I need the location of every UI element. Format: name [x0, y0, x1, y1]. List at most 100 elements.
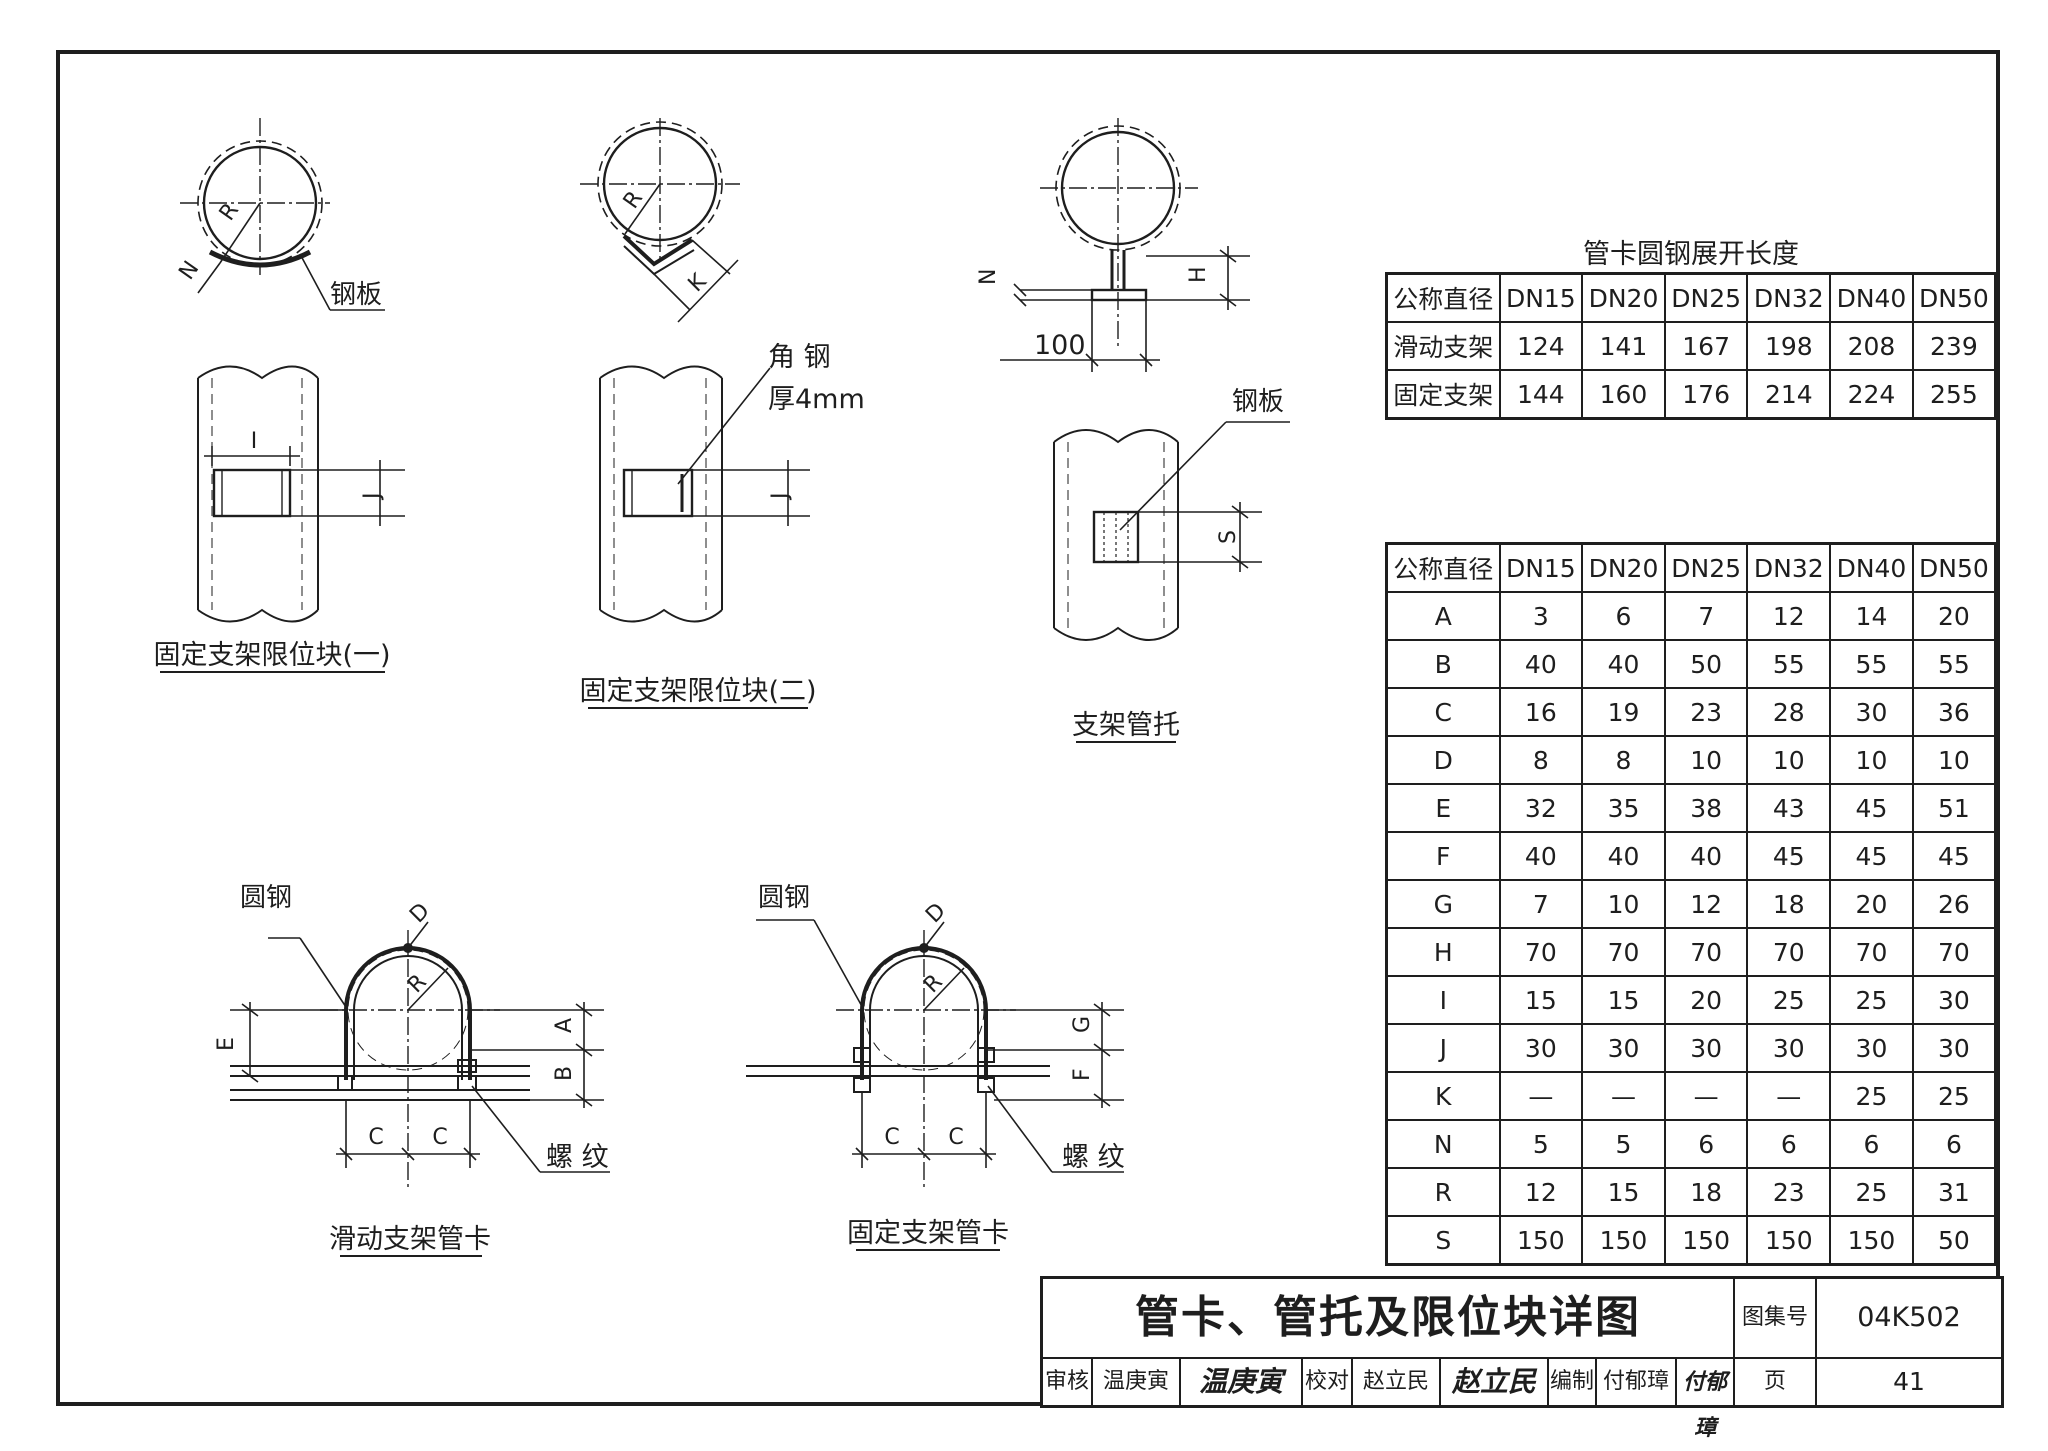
table-row: 固定支架 144 160 176 214 224 255	[1385, 369, 1997, 420]
title-block: 管卡、管托及限位块详图 图集号 04K502 审核 温庚寅 温庚寅 校对 赵立民…	[1040, 1276, 2004, 1441]
table-cell: 25	[1829, 1167, 1914, 1217]
header-cell: DN40	[1829, 542, 1914, 593]
row-label: H	[1385, 927, 1501, 977]
checker-label: 校对	[1303, 1359, 1353, 1405]
editor-label: 编制	[1549, 1359, 1597, 1405]
table-cell: 30	[1829, 687, 1914, 737]
table-cell: 6	[1581, 591, 1666, 641]
fixed-block-1-plate-label: 钢板	[330, 280, 382, 310]
header-cell: DN50	[1911, 542, 1997, 593]
table-cell: 5	[1581, 1119, 1666, 1169]
table-cell: 28	[1746, 687, 1832, 737]
table-cell: 176	[1663, 369, 1749, 420]
table-cell: 5	[1498, 1119, 1584, 1169]
fixed-clamp-caption: 固定支架管卡	[847, 1218, 1009, 1249]
table-cell: 198	[1746, 321, 1832, 371]
atlas-number-label: 图集号	[1735, 1279, 1817, 1359]
table-cell: —	[1581, 1071, 1666, 1121]
table-cell: 16	[1498, 687, 1584, 737]
table-cell: 6	[1829, 1119, 1914, 1169]
row-label: C	[1385, 687, 1501, 737]
sliding-clamp-dim-c1: C	[368, 1125, 383, 1150]
table-cell: 30	[1581, 1023, 1666, 1073]
page-number: 41	[1893, 1367, 1925, 1396]
table-cell: 150	[1498, 1215, 1584, 1266]
table-cell: 7	[1663, 591, 1749, 641]
drawing-title: 管卡、管托及限位块详图	[1043, 1279, 1735, 1359]
table-cell: 45	[1829, 783, 1914, 833]
table-cell: 150	[1663, 1215, 1749, 1266]
header-cell: DN25	[1663, 542, 1749, 593]
table-cell: 144	[1498, 369, 1584, 420]
table-cell: 10	[1663, 735, 1749, 785]
fixed-block-2-elevation: 角 钢 厚4mm J 固定支架限位块(二)	[579, 342, 865, 709]
row-label: K	[1385, 1071, 1501, 1121]
fixed-block-1-dim-j: J	[360, 493, 385, 502]
header-cell: 公称直径	[1385, 272, 1501, 323]
table-cell: 30	[1911, 975, 1997, 1025]
reviewer-signature: 温庚寅	[1181, 1359, 1303, 1405]
table-cell: 25	[1746, 975, 1832, 1025]
table-cell: 12	[1663, 879, 1749, 929]
table-cell: 40	[1663, 831, 1749, 881]
table-cell: 43	[1746, 783, 1832, 833]
table-cell: 3	[1498, 591, 1584, 641]
table-cell: 12	[1498, 1167, 1584, 1217]
table-cell: 35	[1581, 783, 1666, 833]
fixed-clamp-dim-c1: C	[884, 1125, 899, 1150]
sliding-clamp-dim-d: D	[405, 898, 435, 928]
header-cell: DN50	[1911, 272, 1997, 323]
header-cell: DN32	[1746, 272, 1832, 323]
table-cell: 55	[1829, 639, 1914, 689]
fixed-block-1-dim-i: I	[251, 429, 258, 454]
header-cell: DN20	[1581, 272, 1666, 323]
table-cell: 167	[1663, 321, 1749, 371]
row-label: S	[1385, 1215, 1501, 1266]
table-cell: 18	[1746, 879, 1832, 929]
row-label: R	[1385, 1167, 1501, 1217]
table-cell: 10	[1746, 735, 1832, 785]
sliding-clamp-drawing: 圆钢 R D A B E C C 螺 纹 滑动支架管卡	[214, 883, 610, 1257]
length-table: 公称直径 DN15 DN20 DN25 DN32 DN40 DN50 滑动支架 …	[1385, 272, 1997, 420]
table-cell: 8	[1498, 735, 1584, 785]
table-cell: 150	[1746, 1215, 1832, 1266]
fixed-block-2-dim-k: K	[684, 269, 712, 297]
fixed-block-2-angle-label: 角 钢	[768, 342, 831, 373]
header-cell: DN40	[1829, 272, 1914, 323]
table-cell: 18	[1663, 1167, 1749, 1217]
sliding-clamp-caption: 滑动支架管卡	[329, 1224, 491, 1255]
sliding-clamp-dim-b: B	[552, 1066, 577, 1081]
checker-name: 赵立民	[1353, 1359, 1441, 1405]
table-cell: 30	[1663, 1023, 1749, 1073]
table-row: 滑动支架 124 141 167 198 208 239	[1385, 321, 1997, 371]
table-cell: 10	[1829, 735, 1914, 785]
length-table-caption: 管卡圆钢展开长度	[1583, 239, 1799, 270]
table-cell: 6	[1911, 1119, 1997, 1169]
table-cell: 40	[1581, 639, 1666, 689]
table-cell: 32	[1498, 783, 1584, 833]
table-cell: 150	[1581, 1215, 1666, 1266]
table-cell: 26	[1911, 879, 1997, 929]
table-cell: 160	[1581, 369, 1666, 420]
header-cell: DN20	[1581, 542, 1666, 593]
sliding-clamp-rod-label: 圆钢	[240, 883, 292, 913]
table-cell: 15	[1581, 975, 1666, 1025]
pipe-shoe-dim-h: H	[1186, 266, 1211, 283]
table-cell: 8	[1581, 735, 1666, 785]
table-cell: —	[1498, 1071, 1584, 1121]
table-cell: 20	[1829, 879, 1914, 929]
sliding-clamp-dim-e: E	[214, 1037, 239, 1051]
header-cell: 公称直径	[1385, 542, 1501, 593]
table-cell: 30	[1911, 1023, 1997, 1073]
page-label: 页	[1735, 1359, 1817, 1405]
fixed-block-2-thickness-label: 厚4mm	[768, 384, 865, 415]
header-cell: DN32	[1746, 542, 1832, 593]
